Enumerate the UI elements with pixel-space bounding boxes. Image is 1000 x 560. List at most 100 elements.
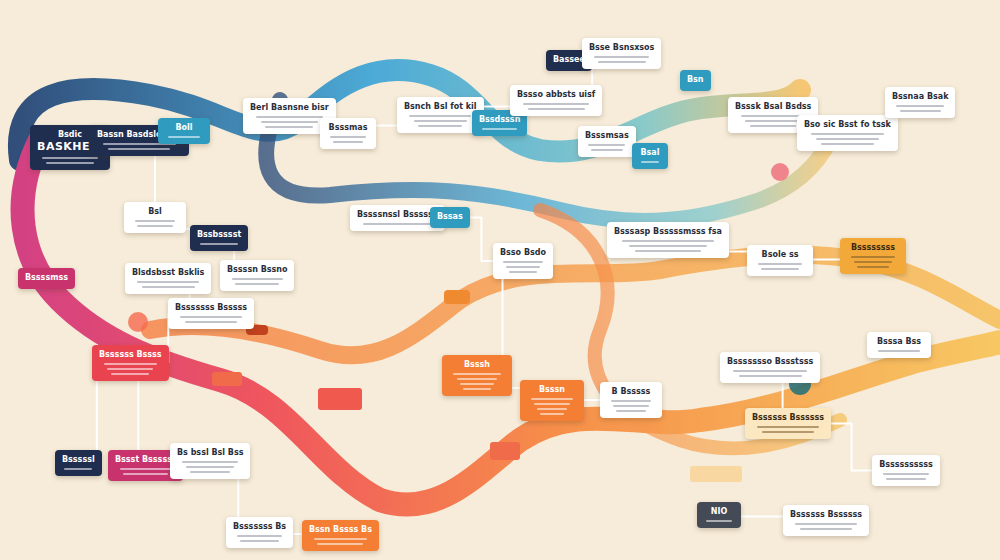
text-placeholder-bar: [816, 138, 879, 140]
text-placeholder-bar: [854, 261, 892, 263]
text-placeholder-bar: [137, 225, 172, 227]
node-text: Bssssmss: [25, 273, 68, 283]
text-placeholder-bar: [811, 133, 885, 135]
text-placeholder-bar: [120, 468, 172, 470]
text-placeholder-bar: [363, 223, 431, 225]
note-card: Bsssssss Bs: [226, 517, 293, 548]
node-text: Bssssnssl Bssssss: [357, 210, 438, 220]
connector: [729, 251, 747, 252]
text-placeholder-bar: [186, 466, 234, 468]
text-placeholder-bar: [418, 125, 462, 127]
text-placeholder-bar: [314, 538, 367, 540]
text-placeholder-bar: [733, 370, 806, 372]
note-card: Bssso abbsts uisf: [510, 85, 602, 116]
text-placeholder-bar: [857, 266, 889, 268]
text-placeholder-bar: [761, 268, 799, 270]
connector: [584, 400, 600, 401]
connector: [813, 259, 840, 260]
text-placeholder-bar: [460, 383, 494, 385]
text-placeholder-bar: [182, 461, 238, 463]
note-card: B Bsssss: [600, 382, 662, 418]
connector: [376, 125, 397, 126]
note-card: Bsssasp Bsssssmsss fsa: [607, 222, 729, 258]
text-placeholder-bar: [635, 250, 701, 252]
text-placeholder-bar: [594, 56, 650, 58]
text-placeholder-bar: [104, 363, 157, 365]
connector: [234, 251, 235, 260]
text-placeholder-bar: [851, 256, 895, 258]
connector: [293, 534, 302, 535]
node-text: NIO: [704, 507, 734, 517]
text-placeholder-bar: [333, 141, 364, 143]
tag-box: Bssssssss: [840, 238, 906, 274]
text-placeholder-bar: [232, 278, 283, 280]
text-placeholder-bar: [185, 321, 238, 323]
decor-dot: [128, 163, 811, 482]
connector: [238, 479, 239, 517]
tag-box: Boll: [158, 118, 210, 144]
node-text: Bsse Bsnsxsos: [589, 43, 654, 53]
tag-box: Bssas: [430, 207, 470, 228]
text-placeholder-bar: [409, 115, 471, 117]
note-card: Bsso Bsdo: [493, 243, 553, 279]
text-placeholder-bar: [463, 388, 490, 390]
note-card: Bsse Bsnsxsos: [582, 38, 661, 69]
tag-box: Bsssn: [520, 380, 584, 421]
node-text: Bs bssl Bsl Bss: [177, 448, 243, 458]
text-placeholder-bar: [235, 283, 279, 285]
connector: [96, 381, 97, 450]
text-placeholder-bar: [591, 149, 623, 151]
node-text: Bsssasp Bsssssmsss fsa: [614, 227, 722, 237]
connector: [741, 516, 783, 517]
text-placeholder-bar: [598, 61, 646, 63]
note-card: Bsl: [124, 202, 186, 233]
text-placeholder-bar: [265, 126, 313, 128]
node-text: Bssn Bssss Bs: [309, 525, 372, 535]
text-placeholder-bar: [107, 368, 153, 370]
text-placeholder-bar: [540, 413, 565, 415]
text-placeholder-bar: [509, 271, 537, 273]
node-text: Boll: [165, 123, 203, 133]
node-text: Bssbsssst: [197, 230, 241, 240]
text-placeholder-bar: [142, 286, 195, 288]
text-placeholder-bar: [622, 240, 714, 242]
note-card: Bssnaa Bsak: [885, 87, 955, 118]
node-text: Bsssa Bss: [874, 337, 924, 347]
text-placeholder-bar: [534, 403, 571, 405]
node-text: Bssssn Bssno: [227, 265, 287, 275]
text-placeholder-bar: [200, 243, 238, 245]
text-placeholder-bar: [46, 162, 94, 164]
note-card: Bssssssso Bssstsss: [720, 352, 820, 383]
node-text: Bsl: [131, 207, 179, 217]
note-card: Bssssss Bssssss: [783, 505, 869, 536]
text-placeholder-bar: [123, 473, 167, 475]
node-text: Bssssss Bssssss: [752, 413, 824, 423]
tag-box: Bssssss Bssssss: [745, 408, 831, 439]
node-text: Berl Basnsne bisr: [250, 103, 329, 113]
text-placeholder-bar: [482, 128, 517, 130]
text-placeholder-bar: [613, 405, 648, 407]
text-placeholder-bar: [745, 120, 801, 122]
note-card: Bsssa Bss: [867, 332, 931, 358]
text-placeholder-bar: [414, 120, 467, 122]
text-placeholder-bar: [795, 523, 856, 525]
text-placeholder-bar: [886, 478, 925, 480]
connector: [831, 424, 872, 471]
text-placeholder-bar: [240, 540, 279, 542]
connector: [155, 156, 156, 202]
node-text: Bsso Bsdo: [500, 248, 546, 258]
text-placeholder-bar: [190, 471, 231, 473]
node-text: Bsssh: [449, 360, 505, 370]
band: [19, 70, 1000, 505]
text-placeholder-bar: [758, 263, 802, 265]
node-text: Bsssssl: [62, 455, 95, 465]
text-placeholder-bar: [531, 398, 574, 400]
node-text: Bassee: [553, 55, 585, 65]
text-placeholder-bar: [261, 121, 319, 123]
text-placeholder-bar: [641, 161, 660, 163]
text-placeholder-bar: [168, 136, 200, 138]
node-text: Bsssssss Bs: [233, 522, 286, 532]
text-placeholder-bar: [108, 148, 170, 150]
text-placeholder-bar: [503, 261, 542, 263]
text-placeholder-bar: [537, 408, 568, 410]
